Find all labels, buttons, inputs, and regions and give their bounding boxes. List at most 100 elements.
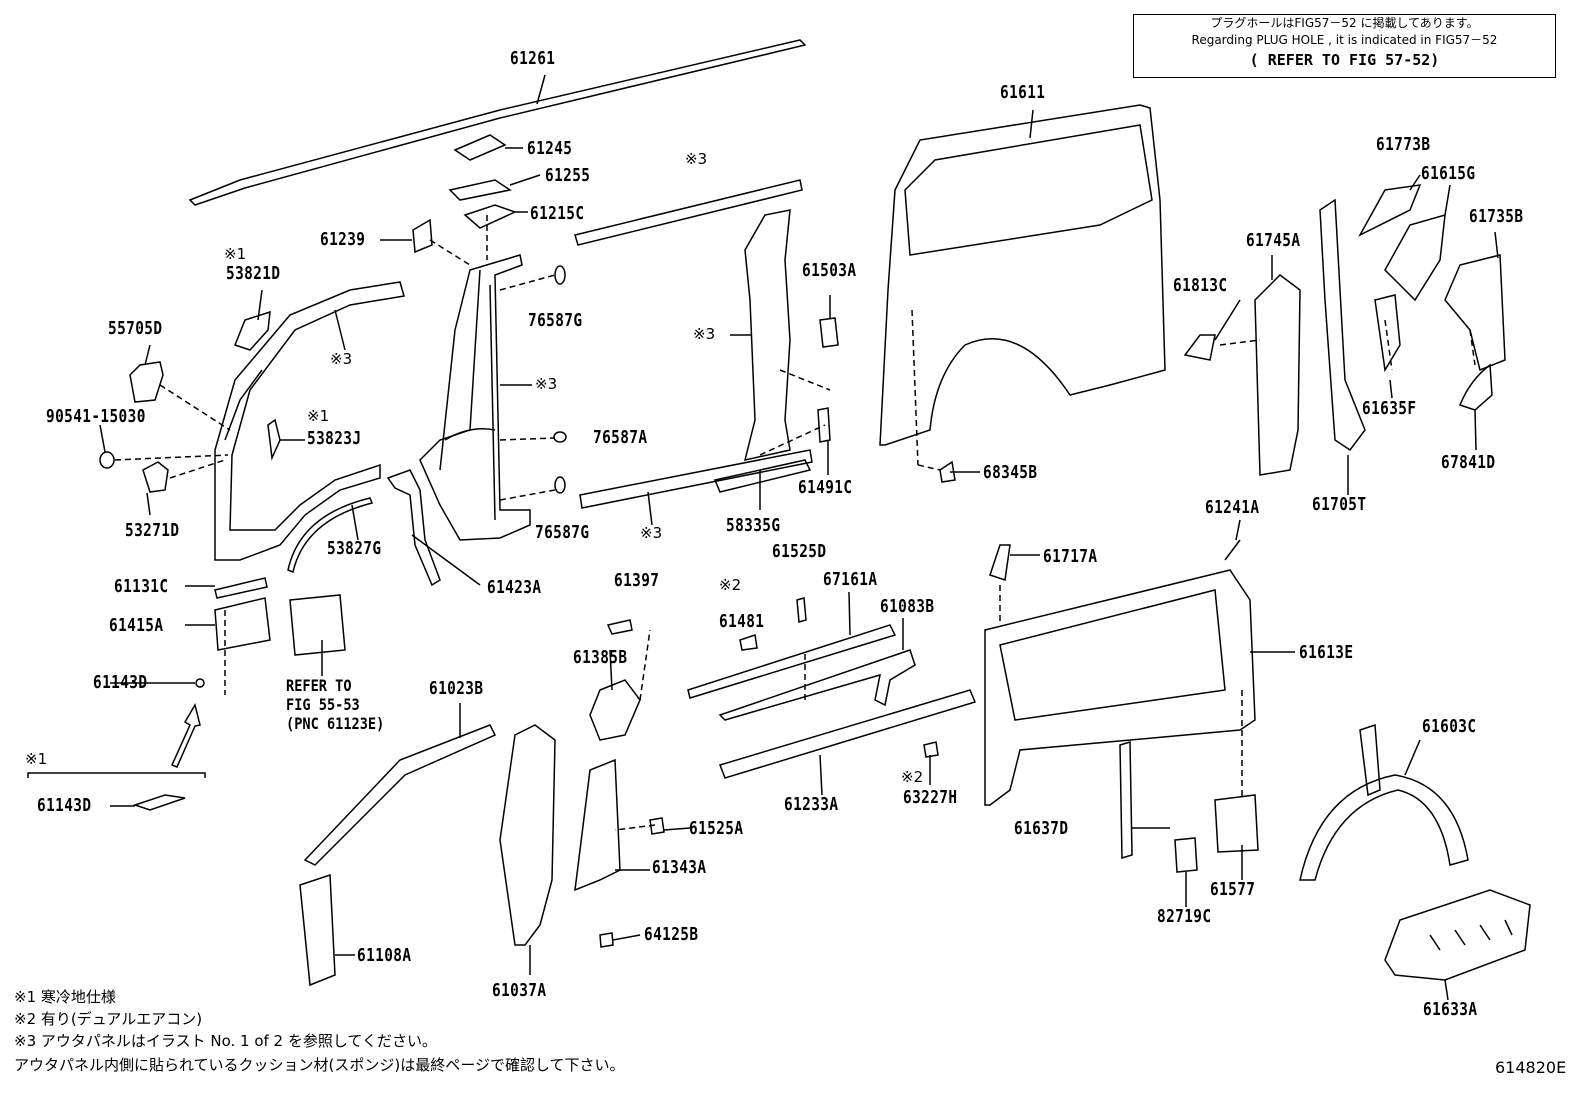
mark-3: ※3 — [535, 375, 558, 393]
part-label[interactable]: 61241A — [1205, 497, 1260, 518]
roof-rail-drawing — [188, 39, 807, 206]
part-label[interactable]: 61143D — [93, 672, 148, 693]
wheelhouse-61603c-drawing — [1299, 774, 1469, 881]
part-label[interactable]: 61735B — [1469, 206, 1524, 227]
part-label[interactable]: 61813C — [1173, 275, 1228, 296]
refer-line-3: (PNC 61123E) — [286, 714, 385, 733]
mark-1: ※1 — [307, 407, 330, 425]
part-label[interactable]: 61245 — [527, 138, 573, 159]
part-label[interactable]: 55705D — [108, 318, 163, 339]
mark-3: ※3 — [640, 524, 663, 542]
bolt-drawing — [99, 451, 115, 469]
center-pillar-drawing — [419, 254, 531, 541]
leader-lines — [99, 147, 1499, 1001]
part-label[interactable]: 61255 — [545, 165, 591, 186]
part-label[interactable]: 61215C — [530, 203, 585, 224]
bracket-61385b-drawing — [589, 679, 641, 741]
mark-2: ※2 — [901, 768, 924, 786]
part-label[interactable]: 67161A — [823, 569, 878, 590]
footnote-1: ※1 寒冷地仕様 — [14, 988, 116, 1006]
part-label[interactable]: 63227H — [903, 787, 958, 808]
quarter-pillar-drawing — [743, 209, 791, 461]
part-label[interactable]: 61705T — [1312, 494, 1367, 515]
footnote-4: アウタパネル内側に貼られているクッション材(スポンジ)は最終ページで確認して下さ… — [14, 1056, 625, 1074]
pillar-61108a-drawing — [299, 873, 336, 987]
bracket-61813c-drawing — [1183, 334, 1216, 361]
part-label[interactable]: 76587G — [535, 522, 590, 543]
part-label[interactable]: 61525A — [689, 818, 744, 839]
part-label[interactable]: 61397 — [614, 570, 660, 591]
footnote-2: ※2 有り(デュアルエアコン) — [14, 1010, 203, 1028]
part-label[interactable]: 61577 — [1210, 879, 1256, 900]
rocker-drawing — [579, 449, 813, 509]
bracket-53271d-drawing — [142, 461, 169, 493]
part-label[interactable]: 90541-15030 — [46, 406, 146, 427]
part-label[interactable]: 61083B — [880, 596, 935, 617]
bracket-61143d-drawing — [132, 794, 186, 811]
mark-3: ※3 — [693, 325, 716, 343]
part-label[interactable]: 53827G — [327, 538, 382, 559]
part-label[interactable]: 61503A — [802, 260, 857, 281]
part-label[interactable]: 61233A — [784, 794, 839, 815]
part-label[interactable]: 61239 — [320, 229, 366, 250]
part-label[interactable]: 61615G — [1421, 163, 1476, 184]
part-label[interactable]: 58335G — [726, 515, 781, 536]
part-label[interactable]: 61415A — [109, 615, 164, 636]
mark-1: ※1 — [224, 245, 247, 263]
rocker-58335g-drawing — [713, 459, 812, 493]
part-label[interactable]: 76587G — [528, 310, 583, 331]
part-label[interactable]: 53271D — [125, 520, 180, 541]
part-label[interactable]: 68345B — [983, 462, 1038, 483]
trim-67841d-drawing — [1459, 363, 1493, 411]
part-label[interactable]: 61143D — [37, 795, 92, 816]
part-label[interactable]: 82719C — [1157, 906, 1212, 927]
bracket-61215c-drawing — [463, 204, 518, 229]
rocker-61233a-drawing — [719, 689, 977, 779]
bracket-61773b-drawing — [1358, 184, 1422, 237]
part-label[interactable]: 61491C — [798, 477, 853, 498]
part-label[interactable]: 61717A — [1043, 546, 1098, 567]
part-label[interactable]: 61603C — [1422, 716, 1477, 737]
bracket-61255-drawing — [448, 179, 512, 201]
part-label[interactable]: 61745A — [1246, 230, 1301, 251]
bracket-61615g-drawing — [1384, 213, 1446, 302]
part-label[interactable]: 61023B — [429, 678, 484, 699]
plug-hole-note: プラグホールはFIG57－52 に掲載してあります。 Regarding PLU… — [1133, 14, 1556, 78]
part-label[interactable]: 61635F — [1362, 398, 1417, 419]
part-label[interactable]: 61037A — [492, 980, 547, 1001]
rail-67161a-drawing — [687, 624, 897, 699]
part-label[interactable]: 61525D — [772, 541, 827, 562]
arrow-drawing — [170, 703, 201, 768]
part-label[interactable]: 53823J — [307, 428, 362, 449]
part-label[interactable]: 76587A — [593, 427, 648, 448]
part-label[interactable]: 53821D — [226, 263, 281, 284]
pillar-61343a-drawing — [574, 758, 621, 892]
note-line-1: プラグホールはFIG57－52 に掲載してあります。 — [1210, 16, 1479, 30]
bracket-61245-drawing — [453, 134, 507, 161]
door-panel-ref-drawing — [289, 594, 346, 656]
refer-note: REFER TO FIG 55-53 (PNC 61123E) — [286, 676, 384, 733]
part-label[interactable]: 61385B — [573, 647, 628, 668]
pillar-61023b-drawing — [303, 724, 497, 866]
part-label[interactable]: 61611 — [1000, 82, 1046, 103]
part-label[interactable]: 61131C — [114, 576, 169, 597]
bracket-61717a-drawing — [989, 544, 1011, 581]
part-label[interactable]: 61481 — [719, 611, 765, 632]
part-label[interactable]: 61773B — [1376, 134, 1431, 155]
pillar-61745a-drawing — [1254, 274, 1301, 476]
part-label[interactable]: 64125B — [644, 924, 699, 945]
wheelhouse-61633a-drawing — [1384, 889, 1531, 981]
part-label[interactable]: 61343A — [652, 857, 707, 878]
footnote-3: ※3 アウタパネルはイラスト No. 1 of 2 を参照してください。 — [14, 1032, 437, 1050]
bracket-61735b-drawing — [1444, 254, 1506, 372]
rail-61083b-drawing — [718, 649, 916, 721]
part-label[interactable]: 61637D — [1014, 818, 1069, 839]
part-label[interactable]: 67841D — [1441, 452, 1496, 473]
upper-rail-drawing — [574, 179, 803, 246]
part-label[interactable]: 61633A — [1423, 999, 1478, 1020]
front-pillar-drawing — [214, 281, 405, 561]
part-label[interactable]: 61613E — [1299, 642, 1354, 663]
part-label[interactable]: 61108A — [357, 945, 412, 966]
part-label[interactable]: 61261 — [510, 48, 556, 69]
part-label[interactable]: 61423A — [487, 577, 542, 598]
